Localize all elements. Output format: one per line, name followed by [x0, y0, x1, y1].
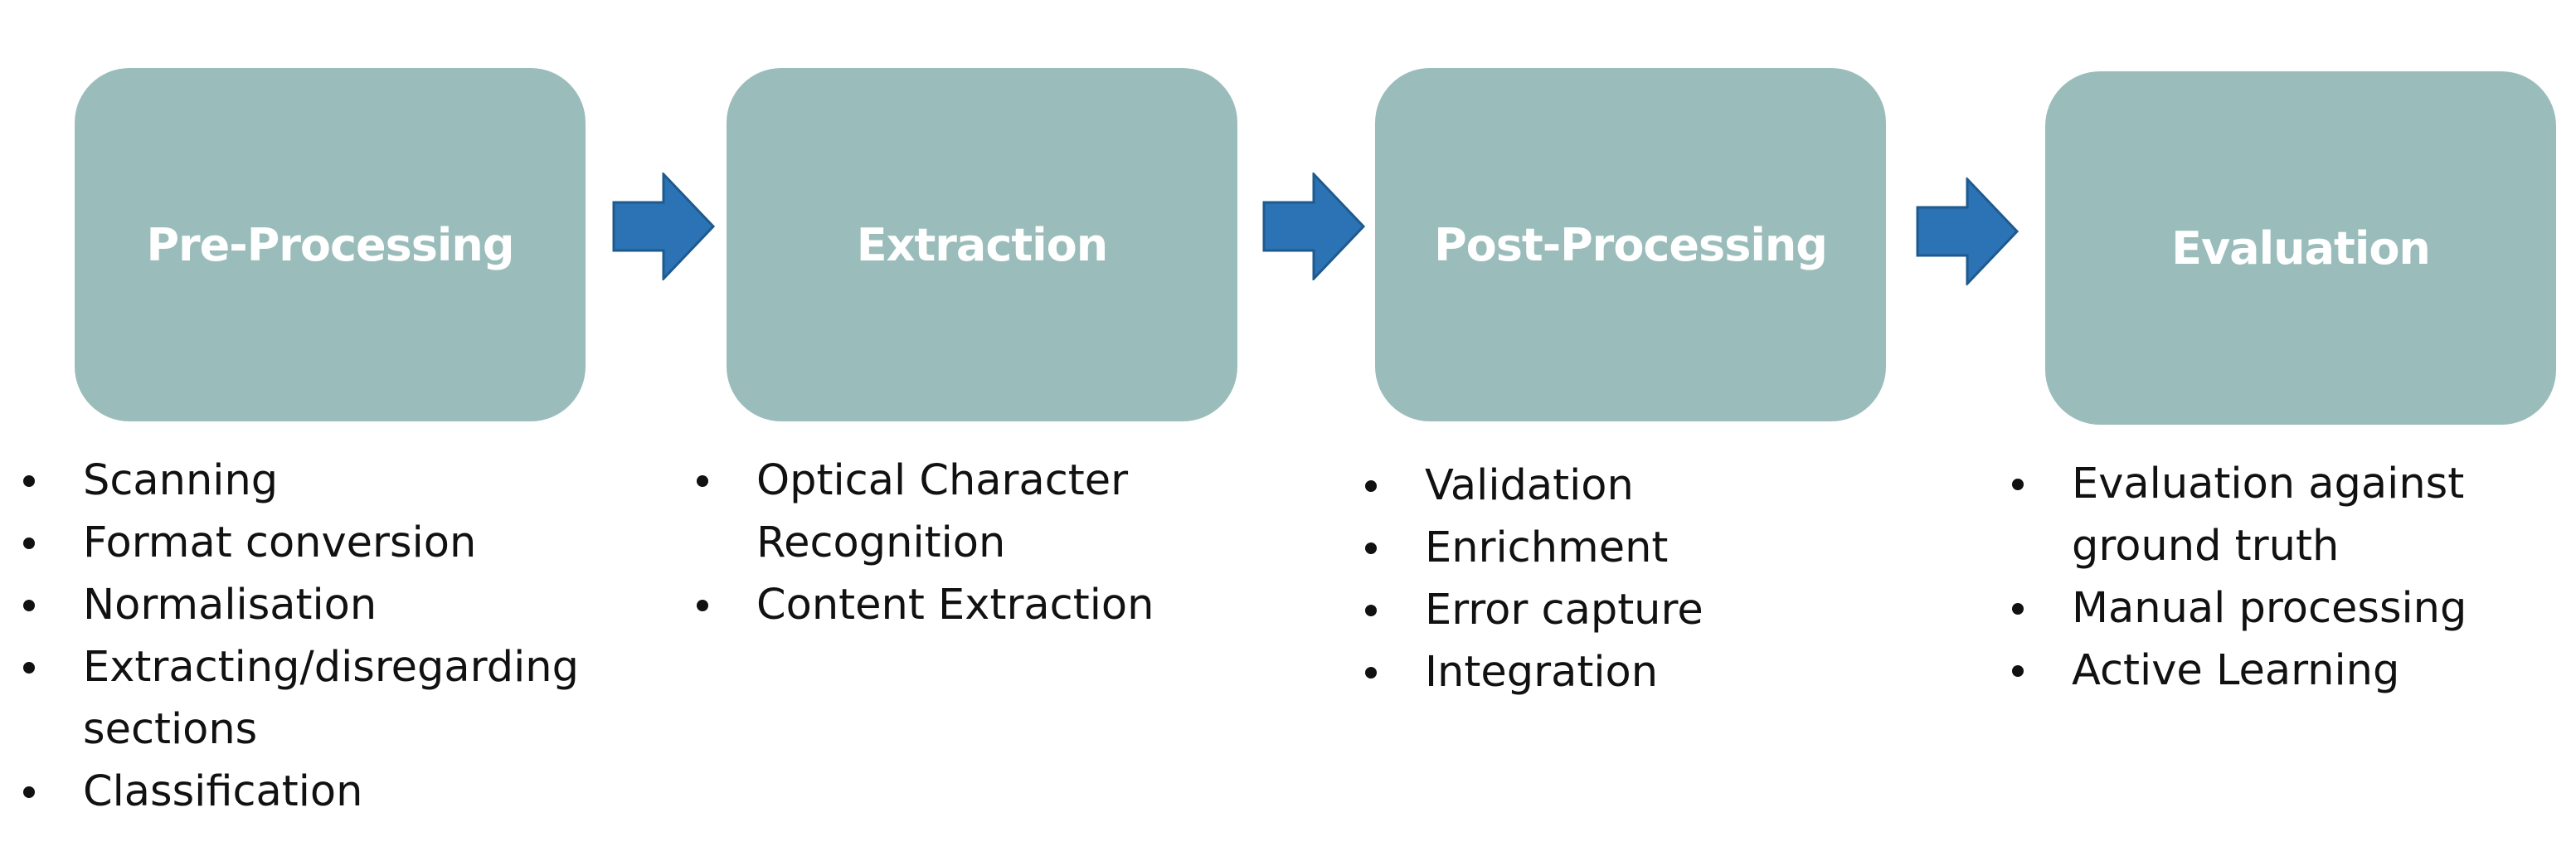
list-item: Format conversion — [23, 512, 579, 574]
bullet-dot-icon — [23, 662, 35, 674]
bullet-dot-icon — [2012, 603, 2024, 615]
list-item: Classification — [23, 761, 579, 823]
stage-title: Post-Processing — [1434, 218, 1828, 271]
bullet-list-post-processing: Validation Enrichment Error capture Inte… — [1365, 455, 1704, 703]
stage-title: Pre-Processing — [146, 218, 514, 271]
stage-title: Extraction — [856, 218, 1108, 271]
item-text: Validation — [1425, 461, 1634, 510]
list-item: Content Extraction — [697, 574, 1154, 636]
item-text: Content Extraction — [756, 581, 1154, 630]
bullet-dot-icon — [2012, 665, 2024, 677]
list-item: Integration — [1365, 641, 1704, 703]
bullet-dot-icon — [1365, 542, 1377, 554]
list-item: Manual processing — [2012, 577, 2467, 640]
stage-box-extraction: Extraction — [727, 68, 1237, 421]
bullet-dot-icon — [1365, 605, 1377, 616]
item-text-continued: ground truth — [2072, 522, 2340, 571]
item-text: Manual processing — [2072, 584, 2467, 633]
bullet-dot-icon — [23, 475, 35, 487]
bullet-dot-icon — [1365, 667, 1377, 679]
item-text: Extracting/disregarding — [83, 643, 579, 692]
bullet-dot-icon — [23, 600, 35, 611]
item-text: Normalisation — [83, 581, 377, 630]
right-arrow-icon — [1916, 178, 2019, 285]
item-text: Classification — [83, 767, 363, 816]
bullet-dot-icon — [23, 786, 35, 798]
item-text: Enrichment — [1425, 523, 1669, 572]
bullet-dot-icon — [2012, 479, 2024, 490]
list-item: Scanning — [23, 450, 579, 512]
item-text: Format conversion — [83, 518, 477, 567]
item-text: Optical Character — [756, 456, 1129, 505]
bullet-list-evaluation: Evaluation against ground truth Manual pr… — [2012, 453, 2467, 702]
stage-box-pre-processing: Pre-Processing — [75, 68, 586, 421]
item-text-continued: Recognition — [756, 518, 1006, 567]
item-text: Error capture — [1425, 586, 1704, 635]
bullet-dot-icon — [697, 475, 708, 487]
list-item: Evaluation against ground truth — [2012, 453, 2467, 577]
right-arrow-icon — [612, 173, 715, 280]
list-item: Validation — [1365, 455, 1704, 517]
stage-box-post-processing: Post-Processing — [1375, 68, 1886, 421]
item-text: Integration — [1425, 648, 1659, 697]
right-arrow-icon — [1262, 173, 1365, 280]
item-text: Evaluation against — [2072, 460, 2465, 508]
stage-box-evaluation: Evaluation — [2045, 71, 2556, 425]
list-item: Extracting/disregarding sections — [23, 636, 579, 761]
list-item: Normalisation — [23, 574, 579, 636]
item-text: Scanning — [83, 456, 279, 505]
list-item: Enrichment — [1365, 517, 1704, 579]
item-text-continued: sections — [83, 705, 258, 754]
bullet-dot-icon — [1365, 480, 1377, 492]
stage-title: Evaluation — [2171, 221, 2431, 275]
bullet-dot-icon — [23, 538, 35, 549]
list-item: Error capture — [1365, 579, 1704, 641]
bullet-list-pre-processing: Scanning Format conversion Normalisation… — [23, 450, 579, 823]
list-item: Active Learning — [2012, 640, 2467, 702]
bullet-dot-icon — [697, 600, 708, 611]
item-text: Active Learning — [2072, 646, 2400, 695]
